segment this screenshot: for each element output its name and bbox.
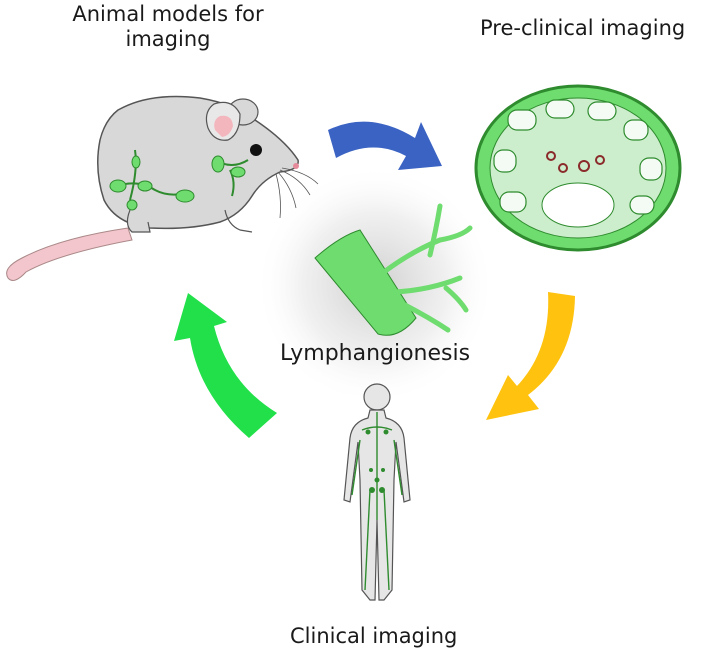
lymphangiogenesis-label: Lymphangionesis xyxy=(280,341,471,366)
preclinical-imaging-label: Pre-clinical imaging xyxy=(480,16,686,40)
blue-arrow xyxy=(328,121,442,170)
mouse-illustration xyxy=(6,95,319,281)
human-lymphatic-system xyxy=(343,383,411,601)
yellow-arrow xyxy=(486,292,575,420)
animal-models-label: Animal models for imaging xyxy=(72,2,264,52)
lymph-node-cross-section xyxy=(474,84,682,252)
lymphatic-vessel xyxy=(314,203,473,336)
clinical-imaging-label: Clinical imaging xyxy=(290,624,458,648)
green-arrow xyxy=(174,293,277,438)
